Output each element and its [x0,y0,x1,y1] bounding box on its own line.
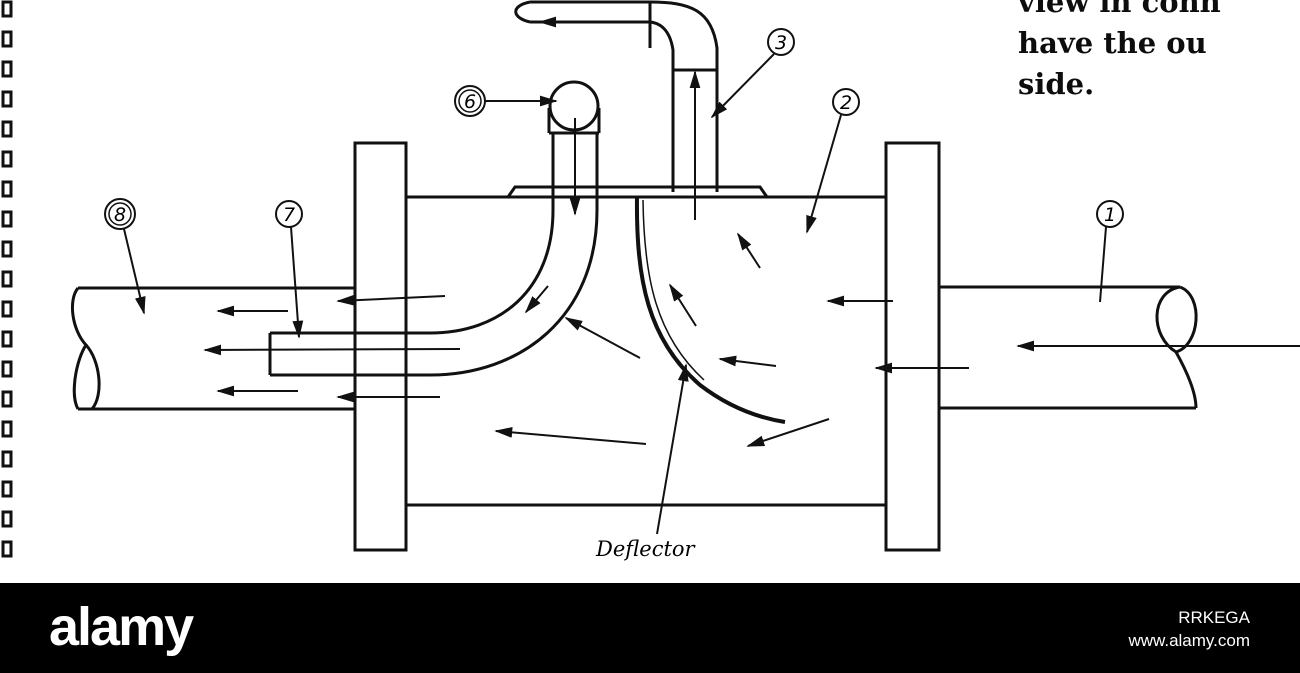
watermark-footer [0,583,1300,673]
right-flange [884,141,941,552]
label-1-text: 1 [1104,204,1116,226]
left-flange [353,141,408,552]
footer-url: www.alamy.com [1128,631,1250,650]
deflector-label-text: Deflector [595,537,697,561]
deflector [634,196,786,424]
discharge-pipe [514,0,719,192]
bypass-pipe [268,80,601,377]
label-7-text: 7 [283,204,295,226]
top-plate [506,185,769,198]
side-text-line-2: have the ou [1018,26,1207,60]
left-margin-strip [1,0,13,558]
outlet-pipe [71,286,355,411]
side-text-line-3: side. [1018,67,1095,101]
flow-arrows [203,16,1300,447]
chamber-body [406,195,886,507]
alamy-logo: alamy [49,597,194,657]
label-3-text: 3 [775,32,787,54]
label-8-text: 8 [114,204,126,226]
label-6: 6 [454,85,558,117]
label-2: 2 [806,88,860,234]
label-1: 1 [1096,200,1124,303]
image-code: RRKEGA [1178,608,1250,627]
inlet-pipe [940,285,1198,410]
pipe-diagram: 1 2 3 6 7 8 D [1,0,1300,561]
side-text: view in conn have the ou side. [1018,0,1221,105]
label-3: 3 [710,28,795,119]
side-text-line-1: view in conn [1018,0,1221,19]
label-7: 7 [275,200,304,339]
label-8: 8 [104,198,146,315]
label-2-text: 2 [840,92,852,114]
label-6-text: 6 [464,91,476,113]
deflector-label: Deflector [595,363,697,561]
